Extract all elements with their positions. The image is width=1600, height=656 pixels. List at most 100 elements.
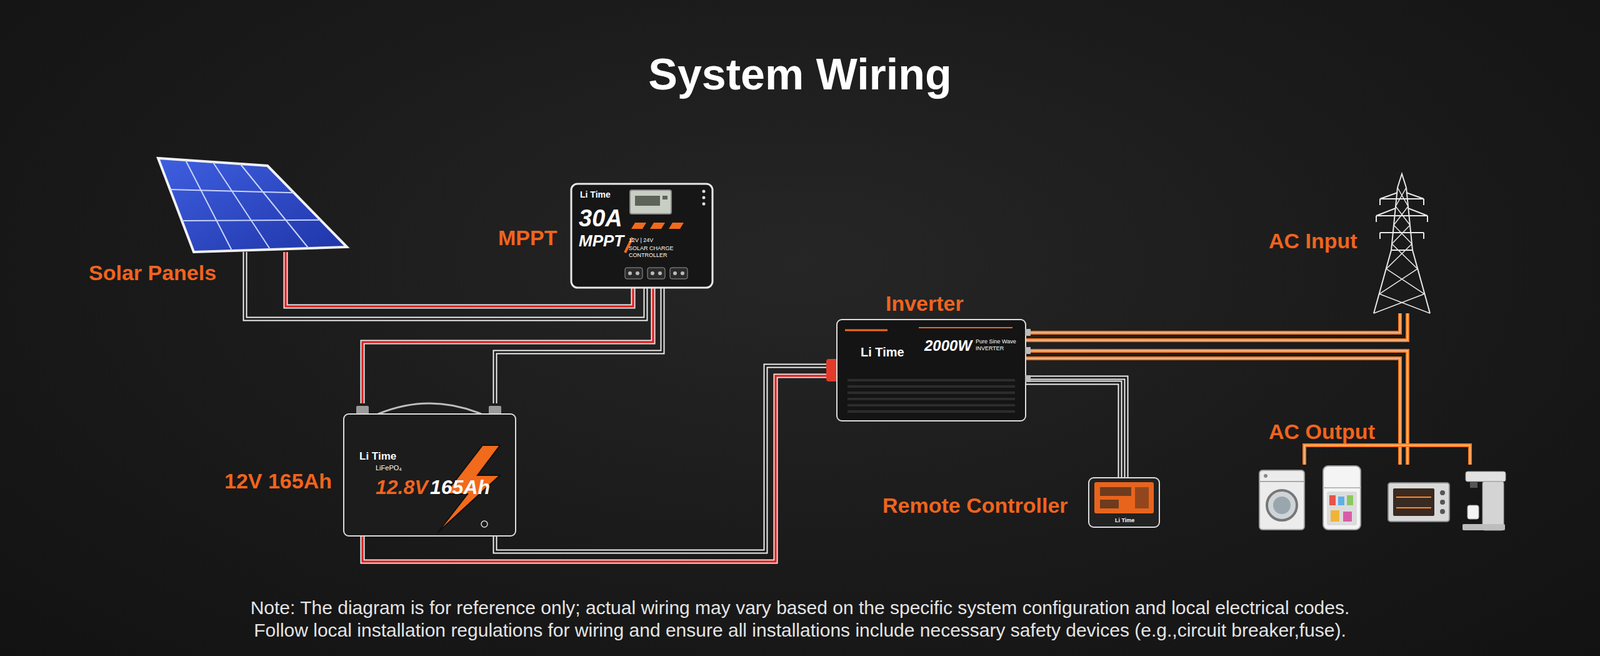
status-led (702, 190, 706, 194)
panel-grid (185, 160, 233, 251)
fridge-item (1329, 495, 1336, 505)
wire-outline (1025, 358, 1400, 465)
node-heading: AC Input (1268, 230, 1358, 252)
battery-terminal (488, 405, 502, 415)
oven-knob (1440, 508, 1445, 514)
diagram-title: System Wiring (0, 52, 1600, 97)
wire-outline (495, 365, 837, 552)
screen-segment (1100, 499, 1119, 509)
wire-connector (362, 287, 663, 404)
solar-panel-art (158, 158, 347, 252)
wire-connector (1025, 350, 1408, 465)
wire-connector (1025, 313, 1408, 340)
charge-controller-node: MPPTLi Time30AMPPT12V | 24VSOLAR CHARGE … (571, 183, 713, 288)
device-text: Li Time (860, 345, 905, 359)
remote-controller-node: Remote ControllerLi Time (1088, 477, 1160, 527)
device-text: 12V | 24V (628, 237, 654, 244)
orange-stripe (845, 329, 888, 332)
node-heading: Remote Controller (882, 494, 1069, 516)
fridge-item (1346, 495, 1354, 505)
terminal-screw (635, 271, 640, 275)
device-text: 165Ah (430, 476, 490, 497)
screen-segment (1135, 486, 1149, 509)
wire-outline (1025, 382, 1120, 478)
pylon-lattice (1373, 187, 1425, 314)
coffee-base (1462, 523, 1505, 530)
oven-element (1396, 496, 1432, 498)
washing-machine (1259, 470, 1305, 530)
terminal-screw (680, 271, 685, 275)
device-text: Pure Sine Wave INVERTER (975, 338, 1022, 352)
ac-output-node: AC Output (1258, 464, 1514, 531)
panel-grid (181, 220, 321, 221)
terminal-screw (628, 271, 632, 275)
oven-window (1393, 488, 1435, 516)
battery-art (343, 403, 516, 536)
lcd-segments (635, 195, 660, 206)
wire-outline (1025, 313, 1408, 340)
wire-core (1025, 313, 1408, 340)
node-heading: 12V 165Ah (224, 470, 332, 492)
charge-controller-art (571, 183, 713, 288)
pylon-tie (1391, 249, 1413, 251)
pylon-brace (1380, 192, 1398, 199)
insulator (1375, 215, 1377, 222)
ac-input-node: AC Input (1367, 173, 1437, 314)
coffee-top (1465, 471, 1506, 482)
wire-core (245, 251, 646, 319)
terminal-screw (673, 271, 677, 275)
washer-glass (1273, 496, 1291, 514)
fridge-item (1338, 496, 1345, 505)
inverter-art (826, 319, 1031, 421)
wire-core (1025, 377, 1127, 478)
device-text: 30A (578, 206, 623, 230)
insulator (1426, 215, 1429, 222)
remote-screen (1094, 481, 1154, 514)
lcd-segments (662, 195, 668, 200)
wire-core (285, 251, 634, 307)
mini-fridge (1323, 465, 1361, 530)
inverter-node: InverterLi Time2000WPure Sine Wave INVER… (836, 319, 1026, 421)
wire-core (1025, 313, 1400, 333)
cooling-rib (847, 410, 1015, 413)
fridge-item (1343, 511, 1352, 522)
wire-core (1025, 382, 1120, 478)
coffee-cup (1467, 505, 1479, 519)
status-led (702, 196, 706, 200)
wire-core (362, 287, 654, 404)
solar-panel-node: Solar Panels (158, 155, 347, 252)
device-text: Li Time (1115, 517, 1135, 524)
wire-connector (362, 365, 837, 562)
bar-wire-core (1304, 445, 1470, 465)
wire-connector (245, 251, 646, 319)
insulator (1423, 232, 1425, 239)
panel-frame (158, 158, 347, 252)
appliances-art (1259, 465, 1506, 530)
wire-core (362, 375, 837, 562)
remote-body (1088, 477, 1160, 527)
device-text: SOLAR CHARGE CONTROLLER (628, 245, 679, 259)
terminal-block (625, 267, 643, 279)
ac-port (1025, 375, 1031, 382)
oven-knob (1440, 499, 1445, 505)
controller-button (668, 222, 684, 229)
wire-outline (362, 375, 837, 562)
pylon-brace (1376, 208, 1396, 216)
pylon-arm (1376, 215, 1428, 217)
note-text: Note: The diagram is for reference only;… (0, 596, 1600, 618)
wire-core (1025, 350, 1408, 465)
wire-outline (1025, 313, 1400, 333)
fridge-item (1330, 510, 1340, 522)
badge-mark (481, 520, 488, 527)
inverter-terminal-cap (826, 358, 840, 382)
pylon-top (1397, 173, 1407, 188)
washer-knob (1263, 473, 1268, 478)
cooling-rib (847, 391, 1015, 394)
remote-art (1088, 477, 1160, 527)
device-text: Li Time (580, 190, 611, 199)
panel-grid (240, 163, 309, 249)
status-led (702, 202, 706, 206)
